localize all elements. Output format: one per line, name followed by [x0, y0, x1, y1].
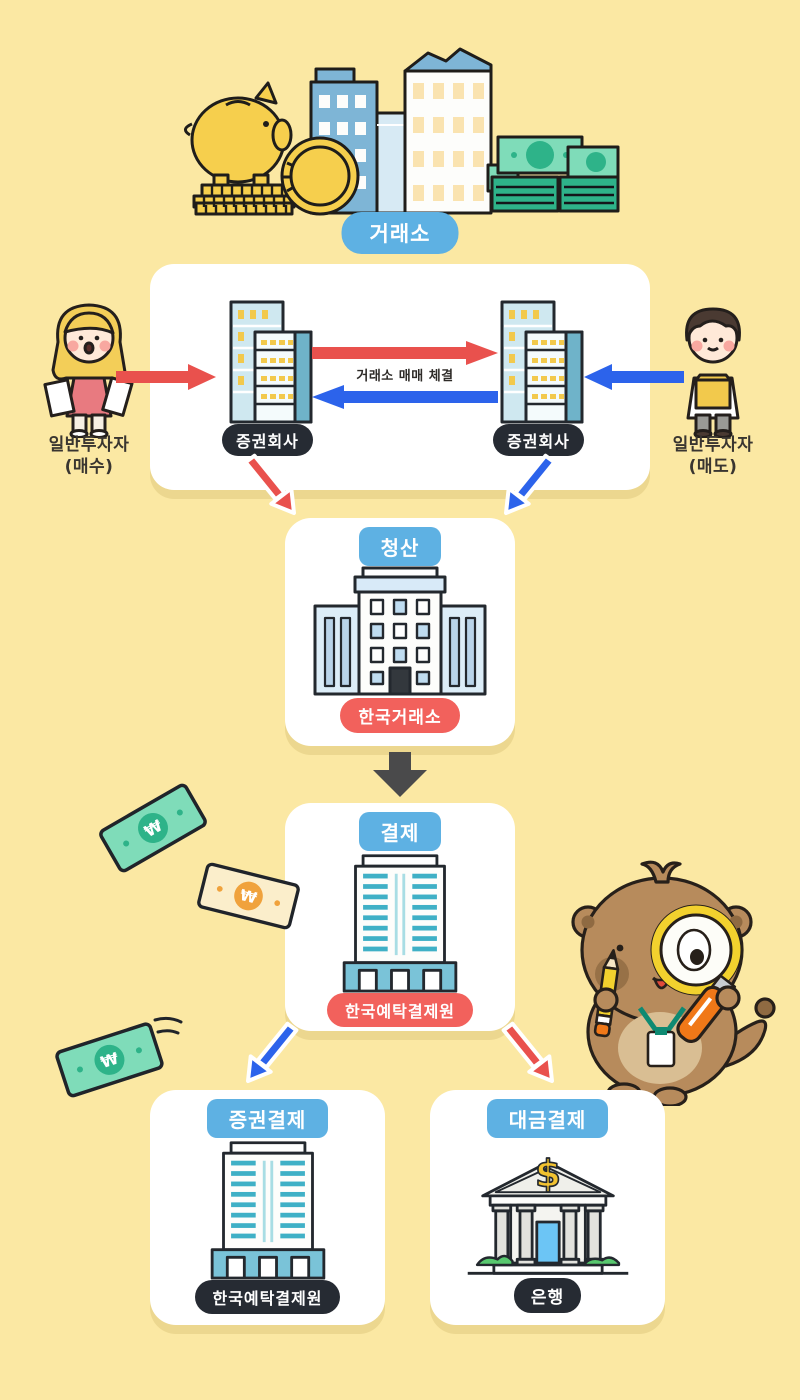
banknote-stack-icon	[486, 135, 620, 213]
exchange-label-pill: 거래소	[341, 212, 459, 254]
orange-banknote-icon: ₩	[197, 862, 300, 930]
city-money-illustration	[184, 47, 620, 216]
trade-card: 증권회사 증권회사 거래소 매매	[150, 264, 650, 490]
seller-investor-icon	[685, 307, 741, 438]
buyer-role: (매수)	[64, 457, 114, 478]
falling-banknote-icon: ₩	[55, 1016, 183, 1098]
motion-lines	[153, 1016, 183, 1035]
trade-match-left-arrow	[312, 385, 498, 409]
cash-settlement-card: 대금결제	[430, 1090, 665, 1325]
seller-label: 일반투자자 (매도)	[638, 434, 788, 478]
settlement-to-cash-arrow	[501, 1021, 554, 1083]
buyer-investor-icon	[43, 303, 134, 438]
buyer-broker-label: 증권회사	[222, 424, 313, 456]
cash-settlement-org-pill: 은행	[513, 1278, 582, 1313]
dollar-symbol: $	[535, 1152, 561, 1196]
krx-building-icon	[313, 566, 487, 696]
sell-order-arrow	[584, 364, 684, 390]
gold-coin-icon	[280, 136, 360, 216]
settlement-card: 결제	[285, 803, 515, 1031]
ksd-tower-icon	[342, 854, 458, 993]
won-symbol: ₩	[238, 886, 259, 908]
buy-order-arrow	[116, 364, 216, 390]
settlement-to-securities-arrow	[246, 1021, 299, 1083]
settlement-org-pill: 한국예탁결제원	[326, 993, 474, 1027]
otter-mascot-icon	[571, 860, 776, 1106]
buy-to-clearing-arrow	[243, 453, 296, 515]
buyer-broker-building-icon	[229, 300, 313, 424]
ksd-tower-icon	[210, 1141, 325, 1280]
securities-settlement-card: 증권결제	[150, 1090, 385, 1325]
securities-settlement-org-pill: 한국예탁결제원	[195, 1280, 340, 1314]
clearing-title-pill: 청산	[358, 527, 442, 566]
trade-match-label: 거래소 매매 체결	[356, 369, 454, 384]
won-symbol: ₩	[98, 1048, 121, 1072]
seller-role: (매도)	[688, 457, 738, 478]
bank-building-icon: $	[467, 1151, 628, 1275]
small-building-icon	[375, 111, 407, 215]
clearing-to-settlement-arrow	[373, 752, 427, 797]
seller-name: 일반투자자	[672, 435, 754, 455]
coin-stack-icon	[192, 183, 296, 216]
settlement-title-pill: 결제	[358, 812, 442, 851]
clearing-org-pill: 한국거래소	[340, 698, 460, 733]
securities-settlement-title-pill: 증권결제	[206, 1099, 329, 1138]
seller-broker-building-icon	[500, 300, 584, 424]
sell-to-clearing-arrow	[504, 453, 557, 515]
buyer-name: 일반투자자	[48, 435, 130, 455]
buyer-label: 일반투자자 (매수)	[14, 434, 164, 478]
cash-settlement-title-pill: 대금결제	[486, 1099, 609, 1138]
seller-broker-label: 증권회사	[493, 424, 584, 456]
trade-match-right-arrow	[312, 341, 498, 365]
green-banknote-icon: ₩	[99, 783, 207, 873]
piggy-bank-icon	[184, 81, 293, 191]
clearing-card: 청산	[285, 518, 515, 746]
